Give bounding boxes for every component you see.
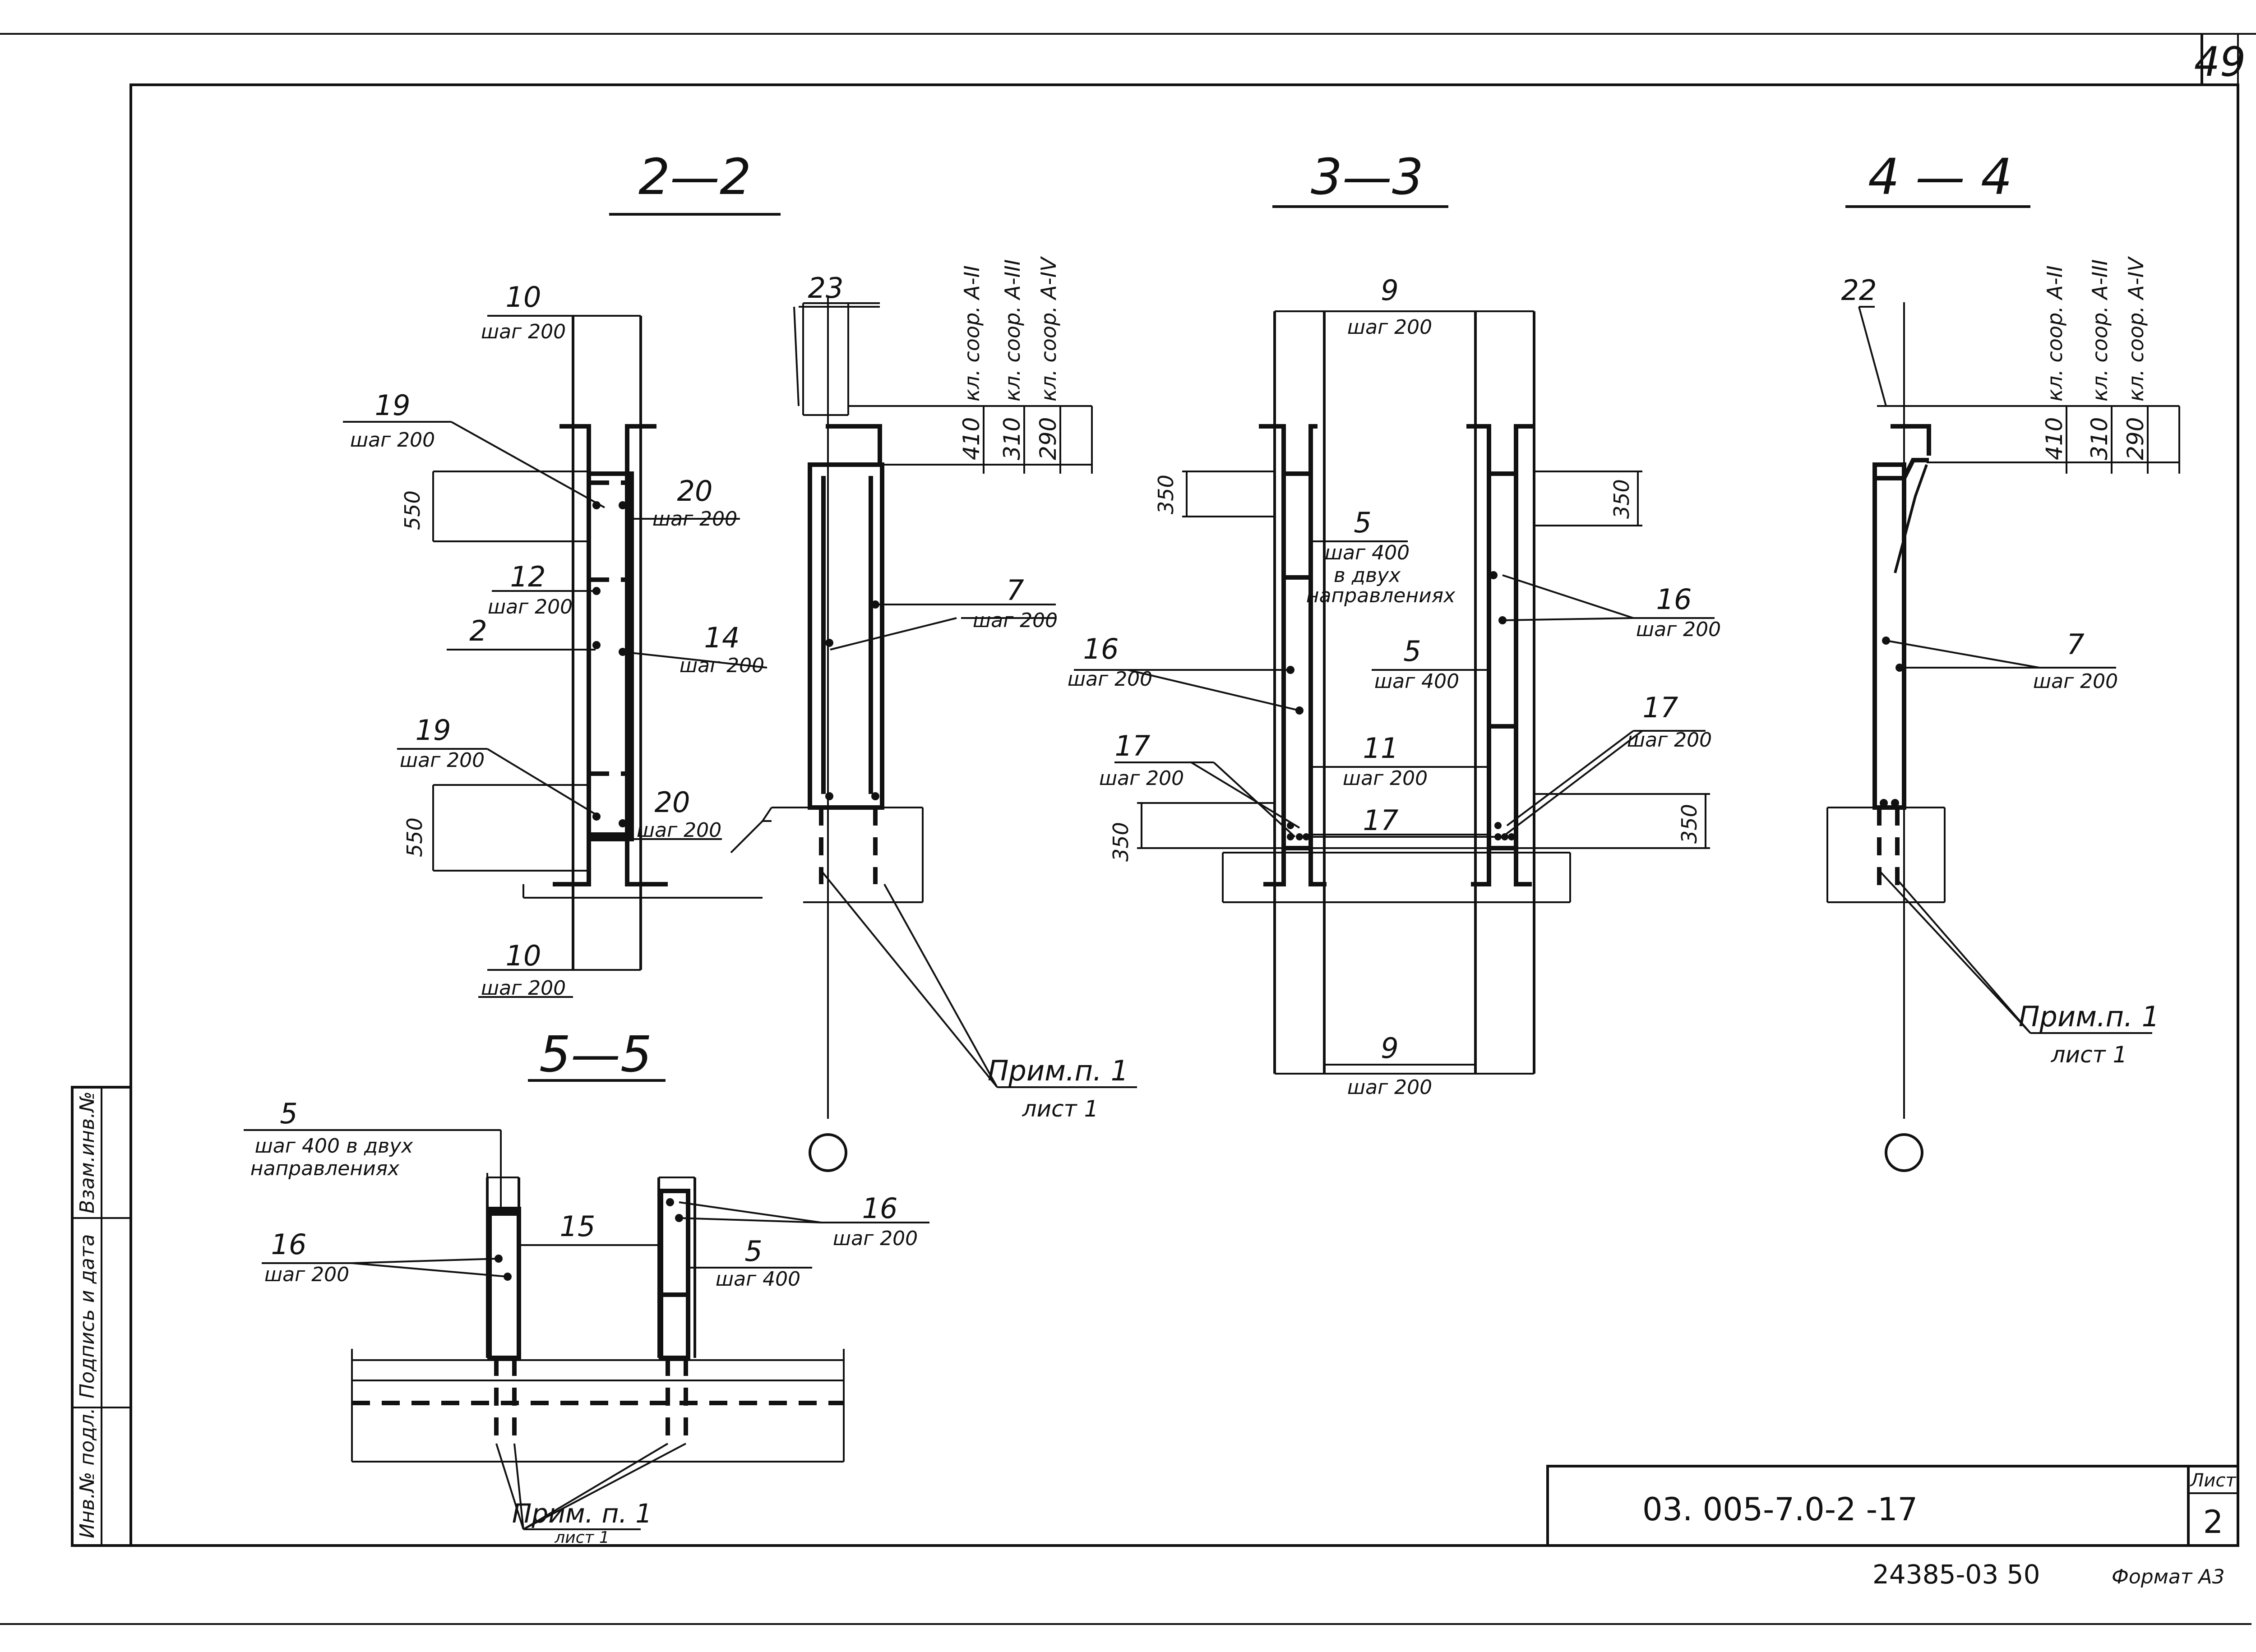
s33-lbl-5-a: 5 [1354,506,1371,539]
s33-lbl-5-a-step: шаг 400 [1325,541,1410,564]
s22-lbl-23: 23 [808,272,844,305]
section-5-5-title: 5—5 [539,1025,652,1083]
s55-lbl-16-r: 16 [862,1192,898,1225]
s44-dim-290: 290 [2122,417,2149,460]
s33-lbl-11-step: шаг 200 [1343,767,1428,790]
s44-lbl-22: 22 [1841,274,1877,307]
title-block [1546,1465,2239,1547]
s33-lbl-16-r: 16 [1656,583,1692,616]
sheet-frame [0,33,2256,1625]
s22-lbl-10-top-step: шаг 200 [481,320,566,343]
s22-note: Прим.п. 1 [988,1054,1128,1087]
s44-class-a4: кл. соор. А-IV [2124,256,2148,401]
s33-lbl-16-r-step: шаг 200 [1636,618,1721,641]
s22-dim-290: 290 [1035,417,1061,460]
s33-lbl-16-l-step: шаг 200 [1068,668,1152,691]
s22-lbl-7: 7 [1006,574,1024,607]
s55-lbl-5-b-step: шаг 400 [716,1268,800,1291]
s22-note-sheet: лист 1 [1022,1096,1099,1122]
s33-lbl-9-bot: 9 [1381,1032,1398,1065]
stamp-vzam: Взам.инв.№ [76,1091,99,1214]
s55-lbl-5-a: 5 [280,1097,297,1130]
s22-lbl-10-bot: 10 [506,939,541,972]
s55-note: Прим. п. 1 [512,1498,652,1529]
s22-lbl-19-bot: 19 [416,714,451,747]
s33-lbl-17-l-step: шаг 200 [1099,767,1184,790]
s33-dim-350-tl: 350 [1154,475,1178,514]
s22-lbl-20-bot-step: шаг 200 [637,819,721,842]
section-3-3: 3—3 [1074,148,1715,1075]
s22-lbl-20-top-step: шаг 200 [652,508,737,531]
s22-class-a4: кл. соор. А-IV [1036,256,1061,401]
section-2-2: 2—2 [343,148,1137,1172]
section-2-2-title: 2—2 [638,148,751,206]
s22-dim-310: 310 [999,417,1025,460]
s33-lbl-16-l: 16 [1083,632,1119,665]
s22-lbl-20-top: 20 [677,475,713,508]
s44-lbl-7: 7 [2066,628,2084,661]
s44-class-a2: кл. соор. А-II [2043,265,2067,401]
s55-lbl-15: 15 [560,1210,596,1243]
list-number: 2 [2203,1504,2224,1541]
format-label: Формат А3 [2112,1565,2225,1588]
s22-dim-550-bot: 550 [402,817,427,857]
s33-lbl-17-r: 17 [1643,691,1678,724]
s22-lbl-19-bot-step: шаг 200 [400,749,485,772]
s55-lbl-16-l: 16 [271,1228,307,1261]
s33-lbl-9-top-step: шаг 200 [1347,316,1432,339]
section-4-4-title: 4 — 4 [1868,148,2012,206]
s22-lbl-7-step: шаг 200 [973,609,1058,632]
list-label: Лист [2189,1470,2237,1491]
s33-lbl-17-mid: 17 [1363,804,1399,837]
s22-lbl-14: 14 [704,621,740,654]
s55-lbl-16-l-step: шаг 200 [264,1263,349,1286]
s22-lbl-10-bot-step: шаг 200 [481,977,566,1000]
s55-lbl-5-a-step: шаг 400 в двух [255,1135,414,1158]
s22-lbl-2: 2 [469,614,487,647]
section-3-3-title: 3—3 [1311,148,1424,206]
document-code: 03. 005-7.0-2 -17 [1642,1491,1918,1528]
s22-lbl-12: 12 [510,560,546,593]
s33-lbl-9-top: 9 [1381,274,1398,307]
s22-lbl-19-top-step: шаг 200 [350,429,435,452]
s33-lbl-11: 11 [1363,732,1399,765]
s22-lbl-19-top: 19 [375,389,411,422]
s44-class-a3: кл. соор. А-III [2088,259,2112,401]
s33-dim-350-bl: 350 [1109,822,1133,862]
s22-lbl-14-step: шаг 200 [680,654,764,677]
section-5-5: 5—5 [244,1025,929,1530]
s33-lbl-5-b: 5 [1403,635,1421,668]
sheet-number-top: 49 [2194,38,2246,86]
s22-lbl-20-bot: 20 [655,786,690,819]
s44-lbl-7-step: шаг 200 [2033,670,2118,693]
s55-lbl-5-b: 5 [744,1235,762,1268]
s55-lbl-16-r-step: шаг 200 [833,1227,918,1250]
s22-dim-410: 410 [958,417,985,460]
s44-note-sheet: лист 1 [2051,1042,2127,1068]
s22-lbl-10-top: 10 [506,281,541,314]
s33-lbl-9-bot-step: шаг 200 [1347,1076,1432,1099]
s33-dim-350-tr: 350 [1609,479,1634,519]
s33-lbl-5-a-dir1: в двух [1334,564,1401,587]
s55-lbl-5-a-dir: направлениях [250,1157,400,1180]
s22-lbl-12-step: шаг 200 [488,595,573,618]
s22-class-a2: кл. соор. А-II [960,265,984,401]
s44-note: Прим.п. 1 [2019,1000,2159,1033]
s33-dim-350-br: 350 [1677,804,1701,844]
bottom-code: 24385-03 50 [1872,1559,2040,1590]
s33-lbl-17-r-step: шаг 200 [1627,729,1712,752]
s55-note-sheet: лист 1 [554,1528,610,1547]
s22-dim-550-top: 550 [400,490,425,530]
s44-dim-410: 410 [2041,417,2067,460]
s33-lbl-17-l: 17 [1115,729,1151,762]
s44-dim-310: 310 [2086,417,2113,460]
s33-lbl-5-b-step: шаг 400 [1374,670,1459,693]
side-stamp [71,1086,132,1547]
section-4-4: 4 — 4 [1826,148,2180,1172]
stamp-podpis: Подпись и дата [76,1234,99,1398]
s33-lbl-5-a-dir2: направлениях [1306,584,1456,607]
stamp-inv-podl: Инв.№ подл. [76,1407,99,1538]
s22-class-a3: кл. соор. А-III [1000,259,1025,401]
